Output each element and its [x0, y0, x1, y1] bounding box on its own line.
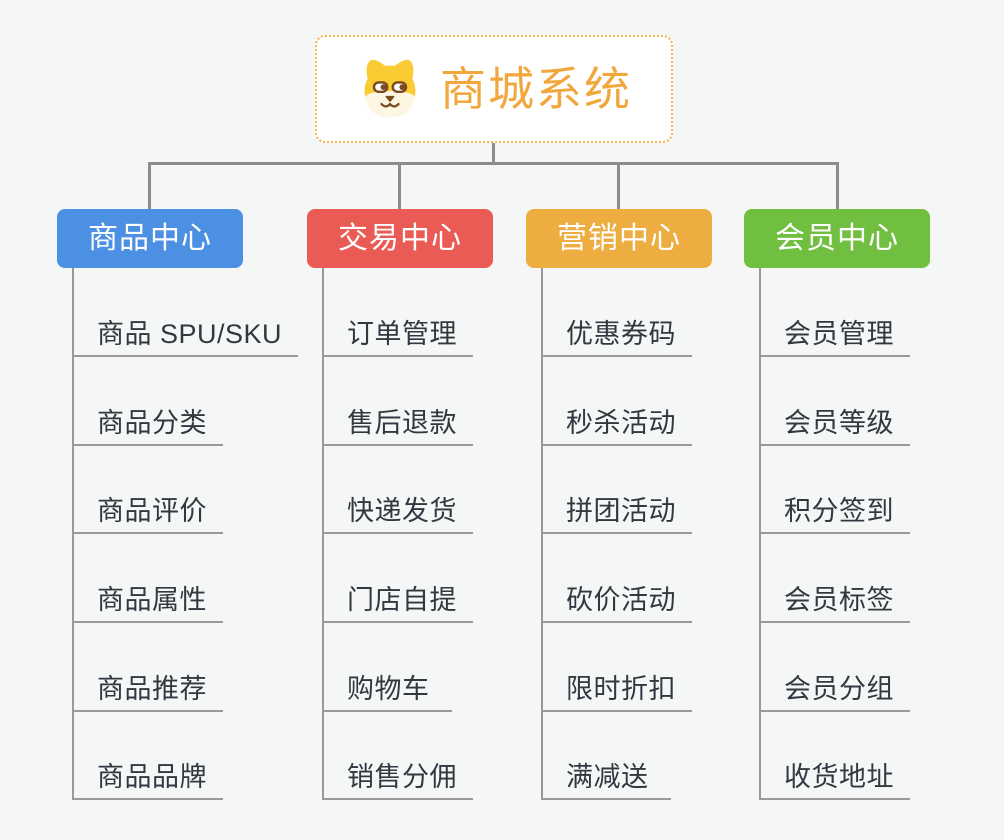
leaf-node[interactable]: 秒杀活动 — [541, 398, 692, 446]
leaf-node[interactable]: 商品属性 — [72, 575, 223, 623]
leaf-node[interactable]: 售后退款 — [322, 398, 473, 446]
branch-header-product-center[interactable]: 商品中心 — [57, 209, 243, 268]
leaf-node[interactable]: 会员管理 — [759, 309, 910, 357]
leaf-node[interactable]: 满减送 — [541, 752, 671, 800]
connector-root-stub — [492, 143, 495, 165]
connector-drop-trade — [398, 162, 401, 209]
connector-drop-product — [148, 162, 151, 209]
leaf-node[interactable]: 收货地址 — [759, 752, 910, 800]
root-title: 商城系统 — [440, 63, 632, 115]
leaf-node[interactable]: 门店自提 — [322, 575, 473, 623]
leaf-node[interactable]: 会员等级 — [759, 398, 910, 446]
leaf-node[interactable]: 积分签到 — [759, 486, 910, 534]
leaf-node[interactable]: 会员标签 — [759, 575, 910, 623]
leaf-node[interactable]: 砍价活动 — [541, 575, 692, 623]
leaf-node[interactable]: 商品评价 — [72, 486, 223, 534]
leaf-node[interactable]: 商品推荐 — [72, 664, 223, 712]
dog-icon — [364, 59, 416, 118]
leaf-node[interactable]: 拼团活动 — [541, 486, 692, 534]
root-node[interactable]: 商城系统 — [315, 35, 673, 143]
leaf-node[interactable]: 订单管理 — [322, 309, 473, 357]
leaf-node[interactable]: 快递发货 — [322, 486, 473, 534]
branch-member-center: 会员中心 会员管理 会员等级 积分签到 会员标签 会员分组 收货地址 — [744, 209, 994, 809]
branch-spine — [322, 268, 324, 800]
leaf-node[interactable]: 购物车 — [322, 664, 452, 712]
connector-drop-marketing — [617, 162, 620, 209]
connector-horizontal-bar — [148, 162, 839, 165]
branch-trade-center: 交易中心 订单管理 售后退款 快递发货 门店自提 购物车 销售分佣 — [307, 209, 557, 809]
branch-spine — [759, 268, 761, 800]
branch-spine — [72, 268, 74, 800]
leaf-node[interactable]: 优惠券码 — [541, 309, 692, 357]
branch-header-marketing-center[interactable]: 营销中心 — [526, 209, 712, 268]
leaf-node[interactable]: 商品 SPU/SKU — [72, 309, 299, 357]
branch-spine — [541, 268, 543, 800]
leaf-node[interactable]: 会员分组 — [759, 664, 910, 712]
leaf-node[interactable]: 限时折扣 — [541, 664, 692, 712]
leaf-node[interactable]: 商品品牌 — [72, 752, 223, 800]
branch-header-member-center[interactable]: 会员中心 — [744, 209, 930, 268]
leaf-node[interactable]: 商品分类 — [72, 398, 223, 446]
branch-product-center: 商品中心 商品 SPU/SKU 商品分类 商品评价 商品属性 商品推荐 商品品牌 — [57, 209, 307, 809]
branch-marketing-center: 营销中心 优惠券码 秒杀活动 拼团活动 砍价活动 限时折扣 满减送 — [526, 209, 776, 809]
leaf-node[interactable]: 销售分佣 — [322, 752, 473, 800]
connector-drop-member — [836, 162, 839, 209]
branch-header-trade-center[interactable]: 交易中心 — [307, 209, 493, 268]
